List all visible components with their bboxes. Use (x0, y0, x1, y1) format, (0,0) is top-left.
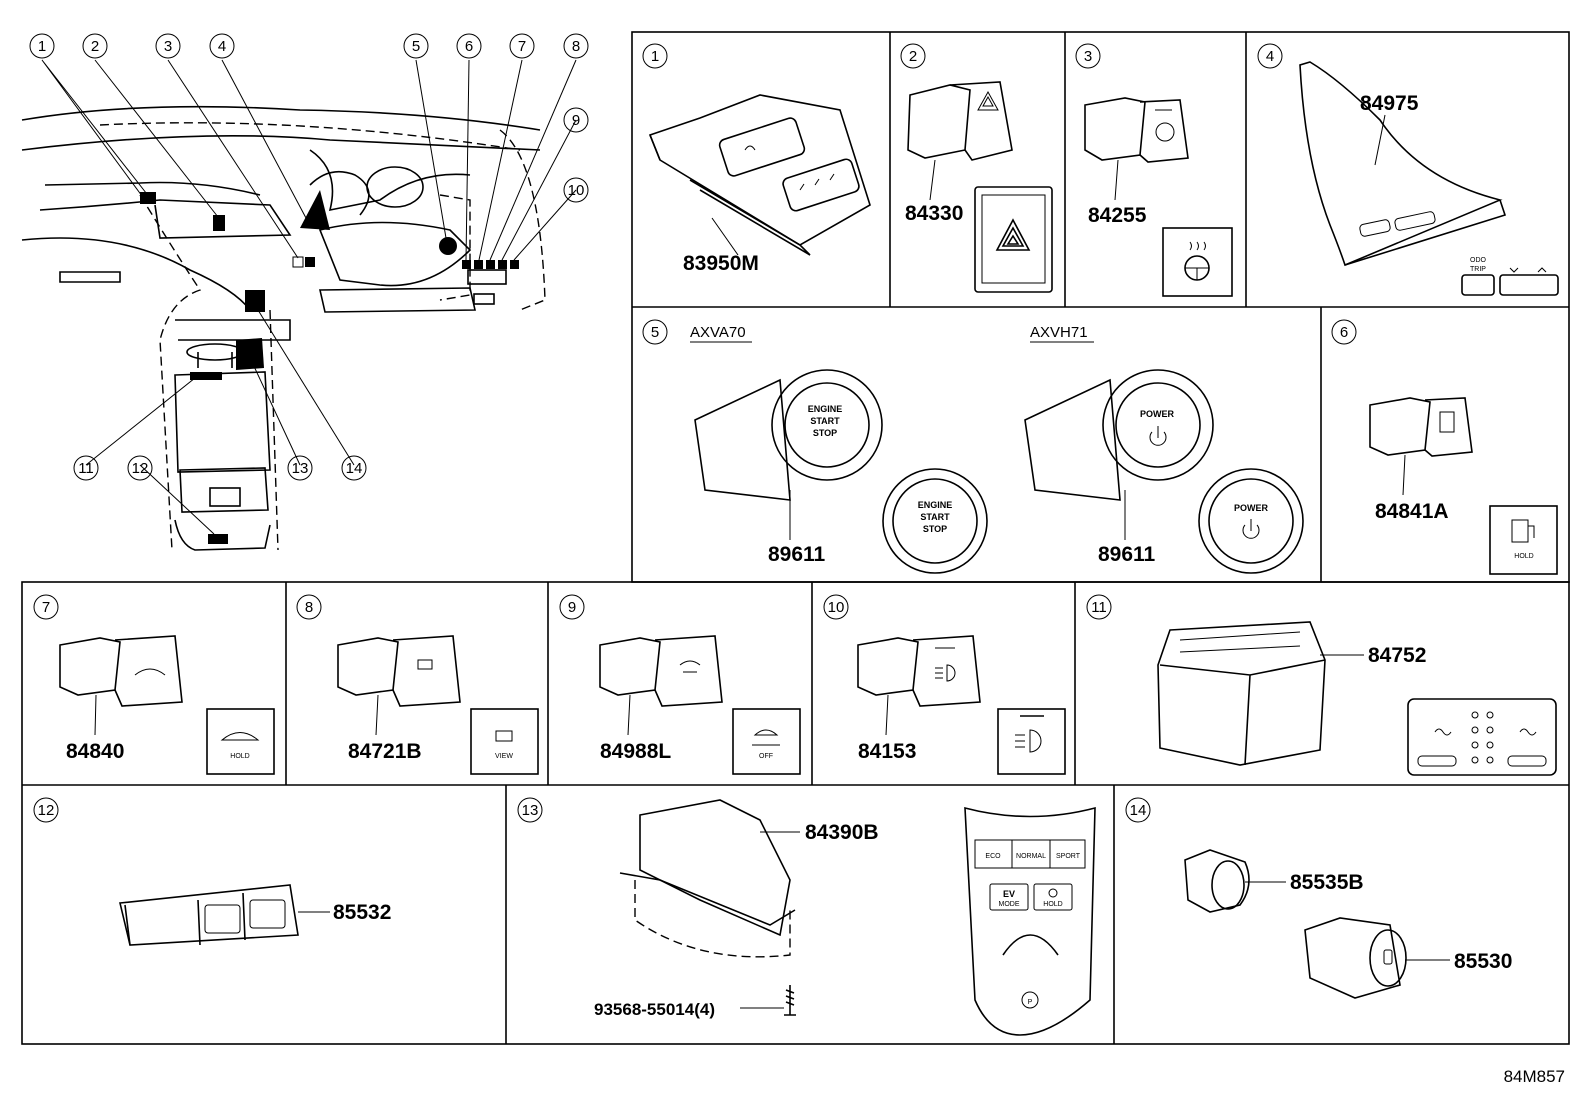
start-text-2: START (920, 512, 950, 522)
panel-1: 1 83950M (642, 43, 871, 275)
callout-14: 14 (346, 460, 363, 477)
callout-6: 6 (465, 38, 473, 55)
figure-code: 84M857 (1504, 1067, 1565, 1086)
callout-3: 3 (164, 38, 172, 55)
panel-8-number: 8 (305, 599, 313, 616)
view-label: VIEW (495, 753, 513, 760)
part-84988L: 84988L (600, 740, 671, 763)
panel-2-number: 2 (909, 48, 917, 65)
panel-9-number: 9 (568, 599, 576, 616)
part-83950M: 83950M (683, 252, 759, 275)
mode-label: MODE (999, 901, 1020, 908)
part-84721B: 84721B (348, 740, 422, 763)
panel-2: 2 84330 (900, 43, 1053, 293)
sport-label: SPORT (1056, 853, 1081, 860)
panel-8: 8 84721B VIEW (296, 594, 539, 775)
part-84390B: 84390B (805, 821, 879, 844)
part-93568-55014: 93568-55014(4) (594, 1000, 715, 1019)
panel-3-number: 3 (1084, 48, 1092, 65)
panel-12-number: 12 (38, 802, 55, 819)
panel-6: 6 84841A HOLD (1331, 319, 1558, 575)
dashboard-overview: 1 2 3 4 5 6 7 8 9 10 11 12 13 14 (21, 33, 589, 551)
variant-axva70: AXVA70 (690, 324, 746, 341)
part-84752: 84752 (1368, 644, 1426, 667)
panel-4: 4 84975 ODO TRIP (1257, 43, 1559, 296)
panel-7-number: 7 (42, 599, 50, 616)
panel-14: 14 85535B 85530 (1125, 797, 1512, 999)
variant-axvh71: AXVH71 (1030, 324, 1088, 341)
panel-13: 13 84390B 93568-55014(4) ECO NORMAL SPOR… (517, 797, 1096, 1036)
power-text-1: POWER (1140, 409, 1175, 419)
stop-text-2: STOP (923, 524, 947, 534)
callout-10: 10 (568, 182, 585, 199)
panel-grid (21, 31, 1570, 1045)
hold-label-7: HOLD (230, 753, 249, 760)
part-89611-a: 89611 (768, 543, 826, 566)
normal-label: NORMAL (1016, 853, 1046, 860)
callout-4: 4 (218, 38, 226, 55)
part-85532: 85532 (333, 901, 391, 924)
panel-12: 12 85532 (33, 797, 391, 946)
callout-2: 2 (91, 38, 99, 55)
eco-label: ECO (985, 853, 1001, 860)
panel-6-number: 6 (1340, 324, 1348, 341)
panel-13-number: 13 (522, 802, 539, 819)
part-85530: 85530 (1454, 950, 1512, 973)
start-text-1: START (810, 416, 840, 426)
panel-10: 10 84153 (823, 594, 1066, 775)
callout-8: 8 (572, 38, 580, 55)
part-85535B: 85535B (1290, 871, 1364, 894)
trip-label: TRIP (1470, 266, 1486, 273)
panel-11-number: 11 (1091, 599, 1107, 616)
stop-text-1: STOP (813, 428, 837, 438)
panel-5: 5 AXVA70 AXVH71 ENGINE START STOP 89611 … (642, 319, 1304, 574)
callout-9: 9 (572, 112, 580, 129)
part-84153: 84153 (858, 740, 916, 763)
panel-1-number: 1 (651, 48, 659, 65)
engine-text-2: ENGINE (918, 500, 953, 510)
off-label: OFF (759, 753, 773, 760)
odo-label: ODO (1470, 257, 1487, 264)
panel-4-number: 4 (1266, 48, 1274, 65)
callout-12: 12 (132, 460, 149, 477)
hold-label-13: HOLD (1043, 901, 1062, 908)
callout-7: 7 (518, 38, 526, 55)
hold-label-6: HOLD (1514, 553, 1533, 560)
callout-1: 1 (38, 38, 46, 55)
panel-3: 3 84255 (1075, 43, 1233, 297)
power-text-2: POWER (1234, 503, 1269, 513)
callout-5: 5 (412, 38, 420, 55)
overview-callouts: 1 2 3 4 5 6 7 8 9 10 11 12 13 14 (29, 33, 589, 481)
part-84255: 84255 (1088, 204, 1147, 227)
panel-14-number: 14 (1130, 802, 1147, 819)
panel-11: 11 84752 (1086, 594, 1557, 776)
part-84975: 84975 (1360, 92, 1419, 115)
panel-5-number: 5 (651, 324, 659, 341)
part-84330: 84330 (905, 202, 963, 225)
part-84840: 84840 (66, 740, 124, 763)
part-89611-b: 89611 (1098, 543, 1156, 566)
panel-10-number: 10 (828, 599, 845, 616)
engine-text-1: ENGINE (808, 404, 843, 414)
panel-7: 7 84840 HOLD (33, 594, 275, 775)
p-label: P (1028, 999, 1033, 1006)
part-84841A: 84841A (1375, 500, 1449, 523)
ev-label: EV (1003, 889, 1015, 899)
callout-13: 13 (292, 460, 309, 477)
callout-11: 11 (78, 460, 94, 477)
panel-9: 9 84988L OFF (559, 594, 801, 775)
